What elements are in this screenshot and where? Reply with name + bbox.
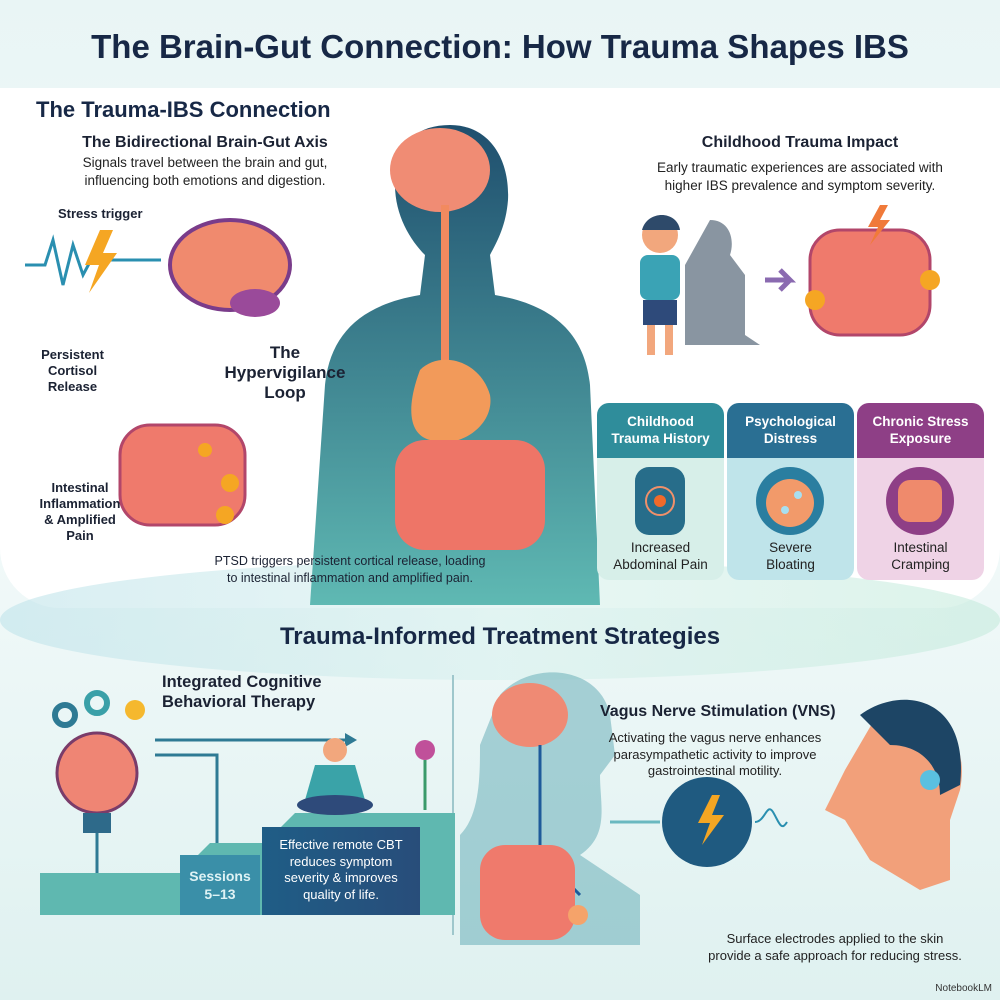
vns-illustration bbox=[460, 672, 962, 945]
cortisol-label-line: Cortisol bbox=[47, 363, 98, 378]
cbt-result-line: quality of life. bbox=[303, 886, 379, 902]
ptsd-caption-line: to intestinal inflammation and amplified… bbox=[227, 571, 473, 585]
loop-label-line: The bbox=[269, 343, 301, 362]
card-header-line: Distress bbox=[763, 431, 818, 446]
card-footer-line: Bloating bbox=[766, 557, 815, 572]
vns-title: Vagus Nerve Stimulation (VNS) bbox=[600, 703, 836, 720]
inflammation-label-line: Intestinal bbox=[51, 480, 109, 495]
axis-title: The Bidirectional Brain-Gut Axis bbox=[82, 134, 328, 151]
card-footer-line: Cramping bbox=[891, 557, 950, 572]
vns-caption-line: Surface electrodes applied to the skin bbox=[726, 931, 944, 946]
section-heading-connection: The Trauma-IBS Connection bbox=[36, 97, 331, 122]
card-footer-line: Abdominal Pain bbox=[613, 557, 708, 572]
card-header-line: Chronic Stress bbox=[872, 414, 969, 429]
human-silhouette-illustration bbox=[310, 125, 600, 605]
cbt-result-line: reduces symptom bbox=[289, 853, 393, 869]
cortisol-label-line: Release bbox=[47, 379, 98, 394]
loop-label-line: Loop bbox=[264, 383, 306, 402]
card-footer-line: Intestinal bbox=[893, 540, 948, 555]
childhood-title: Childhood Trauma Impact bbox=[701, 134, 899, 151]
vns-description-line: Activating the vagus nerve enhances bbox=[608, 730, 822, 745]
section-divider bbox=[452, 675, 454, 935]
stress-wave-icon bbox=[25, 230, 161, 293]
childhood-description-line: Early traumatic experiences are associat… bbox=[657, 160, 943, 175]
childhood-description-line: higher IBS prevalence and symptom severi… bbox=[664, 178, 936, 193]
inflammation-label-line: Pain bbox=[66, 528, 94, 543]
bloating-icon bbox=[756, 467, 824, 535]
cortisol-label-line: Persistent bbox=[41, 347, 104, 362]
stress-trigger-label: Stress trigger bbox=[58, 206, 143, 221]
card-footer-line: Increased bbox=[630, 540, 691, 555]
vns-description-line: parasympathetic activity to improve bbox=[613, 746, 817, 762]
ptsd-caption: PTSD triggers persistent cortical releas… bbox=[180, 553, 520, 587]
abdomen-pain-icon bbox=[635, 467, 685, 535]
intestine-inflamed-icon bbox=[118, 423, 247, 527]
brain-icon bbox=[168, 218, 292, 317]
axis-description-line: influencing both emotions and digestion. bbox=[84, 173, 326, 188]
sessions-step: Sessions 5–13 bbox=[180, 855, 260, 915]
card-header-line: Childhood bbox=[627, 414, 694, 429]
section-heading-treatment: Trauma-Informed Treatment Strategies bbox=[279, 623, 721, 650]
card-footer-line: Severe bbox=[769, 540, 812, 555]
cbt-title-line: Behavioral Therapy bbox=[162, 693, 316, 711]
card-header-line: Psychological bbox=[745, 414, 836, 429]
childhood-description: Early traumatic experiences are associat… bbox=[610, 159, 990, 195]
card-header-line: Exposure bbox=[889, 431, 952, 446]
inflammation-label-line: Inflammation bbox=[39, 496, 121, 511]
vns-description-line: gastrointestinal motility. bbox=[647, 763, 783, 778]
loop-label-line: Hypervigilance bbox=[224, 363, 346, 382]
childhood-trauma-illustration bbox=[640, 205, 940, 355]
page-title: The Brain-Gut Connection: How Trauma Sha… bbox=[91, 28, 909, 65]
vns-caption: Surface electrodes applied to the skin pr… bbox=[680, 930, 990, 964]
sessions-range: 5–13 bbox=[204, 886, 236, 902]
cramping-icon bbox=[886, 467, 954, 535]
ptsd-caption-line: PTSD triggers persistent cortical releas… bbox=[214, 554, 486, 568]
axis-description: Signals travel between the brain and gut… bbox=[40, 154, 370, 190]
cbt-result-line: Effective remote CBT bbox=[279, 837, 403, 852]
notebooklm-watermark: NotebookLM bbox=[935, 983, 992, 994]
axis-description-line: Signals travel between the brain and gut… bbox=[82, 155, 328, 170]
sessions-label: Sessions bbox=[189, 868, 251, 884]
inflammation-label-line: & Amplified bbox=[44, 512, 116, 527]
vns-caption-line: provide a safe approach for reducing str… bbox=[708, 948, 962, 963]
card-header-line: Trauma History bbox=[611, 431, 710, 446]
cbt-title-line: Integrated Cognitive bbox=[162, 673, 322, 691]
cbt-result-line: severity & improves bbox=[284, 870, 398, 885]
